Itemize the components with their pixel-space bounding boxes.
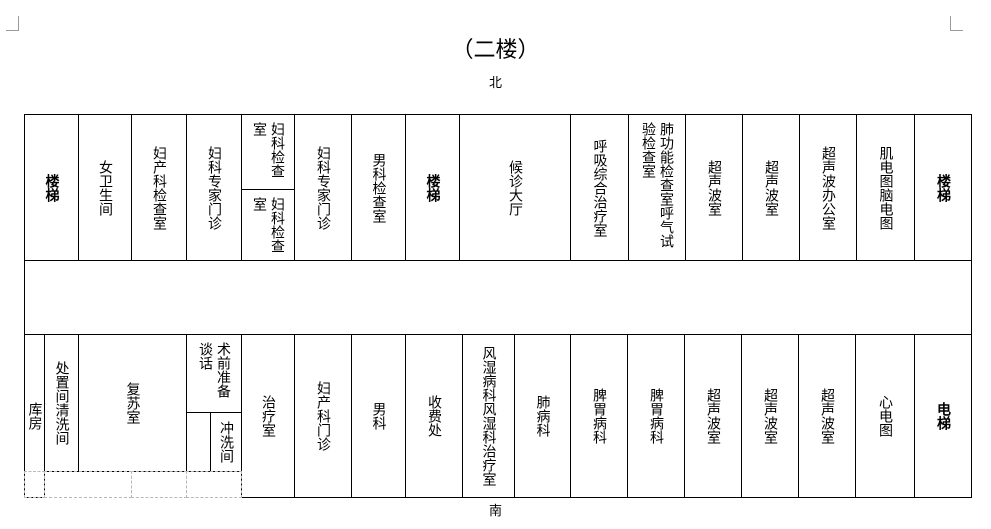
- room-label: 处置间清洗间: [53, 361, 70, 445]
- room-womens-restroom: 女卫生间: [78, 114, 132, 261]
- room-label: 电梯: [935, 402, 951, 430]
- page-corner-mark-top-right: [950, 16, 963, 31]
- room-label: 收费处: [426, 395, 442, 437]
- room-gyn-specialist-1: 妇科专家门诊: [186, 114, 242, 261]
- room-preop-talk: 术前准备谈话: [186, 334, 242, 413]
- dashed-gridline: [24, 471, 45, 498]
- room-label: 复苏室: [124, 382, 141, 424]
- room-gyn-exam-lower: 妇科检查室: [241, 189, 295, 261]
- dashed-gridline: [186, 471, 242, 498]
- room-label: 男科: [370, 402, 387, 430]
- room-label: 超声波室: [762, 388, 778, 444]
- room-emg-eeg: 肌电图脑电图: [856, 114, 915, 261]
- room-label: 超声波办公室: [820, 145, 836, 230]
- room-cashier: 收费处: [405, 334, 463, 498]
- room-obstetrics-clinic: 妇产科门诊: [294, 334, 352, 498]
- room-rheumatology-therapy: 风湿病科风湿科治疗室: [462, 334, 515, 498]
- room-stairs-2: 楼梯: [405, 114, 460, 261]
- room-recovery: 复苏室: [78, 334, 187, 472]
- room-label: 风湿病科风湿科治疗室: [480, 346, 497, 486]
- room-label: 楼梯: [424, 173, 441, 202]
- room-label: 超声波室: [705, 388, 721, 444]
- room-ultrasound-2: 超声波室: [742, 114, 800, 261]
- room-flush: 冲洗间: [210, 412, 242, 472]
- room-ultrasound-office: 超声波办公室: [799, 114, 857, 261]
- room-label: 心电图: [877, 395, 893, 437]
- room-label: 呼吸综合治疗室: [591, 138, 608, 237]
- room-ultrasound-5: 超声波室: [798, 334, 856, 498]
- room-label: 楼梯: [935, 173, 951, 202]
- room-ultrasound-1: 超声波室: [685, 114, 743, 261]
- room-respiratory-therapy: 呼吸综合治疗室: [570, 114, 629, 261]
- room-gastro-2: 脾胃病科: [627, 334, 685, 498]
- room-label: 妇产科门诊: [315, 381, 331, 451]
- room-pulmonology: 肺病科: [514, 334, 571, 498]
- room-andrology: 男科: [351, 334, 406, 498]
- room-label: 治疗室: [260, 395, 276, 437]
- room-label: 肺病科: [534, 395, 551, 437]
- dashed-gridline: [131, 471, 187, 498]
- room-gastro-1: 脾胃病科: [570, 334, 628, 498]
- corridor: [24, 260, 972, 335]
- room-treatment: 治疗室: [241, 334, 295, 498]
- room-label: 肌电图脑电图: [877, 145, 894, 230]
- floor-title: （二楼）: [451, 38, 540, 63]
- room-label: 妇科检查室: [251, 197, 285, 253]
- room-label: 术前准备谈话: [197, 342, 231, 398]
- room-obstetrics-exam: 妇产科检查室: [131, 114, 187, 261]
- room-pulmonary-function: 肺功能检查室呼气试验检查室: [628, 114, 686, 261]
- room-stairs-3: 楼梯: [914, 114, 972, 261]
- room-ecg: 心电图: [855, 334, 915, 498]
- blank-cell: [186, 412, 211, 472]
- room-label: 男科检查室: [370, 152, 387, 223]
- room-gyn-exam-upper: 妇科检查室: [241, 114, 295, 190]
- room-andrology-exam: 男科检查室: [351, 114, 406, 261]
- room-label: 妇科专家门诊: [206, 145, 222, 230]
- room-stairs-1: 楼梯: [24, 114, 79, 261]
- dashed-gridline: [44, 471, 132, 498]
- room-ultrasound-3: 超声波室: [684, 334, 742, 498]
- room-label: 候诊大厅: [507, 159, 523, 216]
- room-label: 妇产科检查室: [151, 145, 167, 230]
- room-label: 妇科检查室: [251, 122, 285, 178]
- page-corner-mark-top-left: [6, 16, 19, 31]
- room-label: 女卫生间: [97, 159, 113, 216]
- room-ultrasound-4: 超声波室: [741, 334, 799, 498]
- room-label: 库房: [26, 402, 43, 430]
- direction-south: 南: [488, 504, 502, 519]
- room-label: 脾胃病科: [648, 388, 664, 444]
- room-waiting-hall: 候诊大厅: [459, 114, 571, 261]
- room-label: 超声波室: [763, 159, 779, 216]
- room-label: 妇科专家门诊: [315, 145, 331, 230]
- room-gyn-specialist-2: 妇科专家门诊: [294, 114, 352, 261]
- room-label: 楼梯: [43, 173, 60, 202]
- room-label: 脾胃病科: [591, 388, 607, 444]
- room-label: 超声波室: [706, 159, 722, 216]
- room-label: 肺功能检查室呼气试验检查室: [640, 122, 674, 248]
- room-label: 冲洗间: [218, 421, 234, 463]
- room-elevator: 电梯: [914, 334, 972, 498]
- direction-north: 北: [488, 76, 502, 91]
- room-instrument-cleaning: 处置间清洗间: [44, 334, 79, 472]
- room-label: 超声波室: [819, 388, 835, 444]
